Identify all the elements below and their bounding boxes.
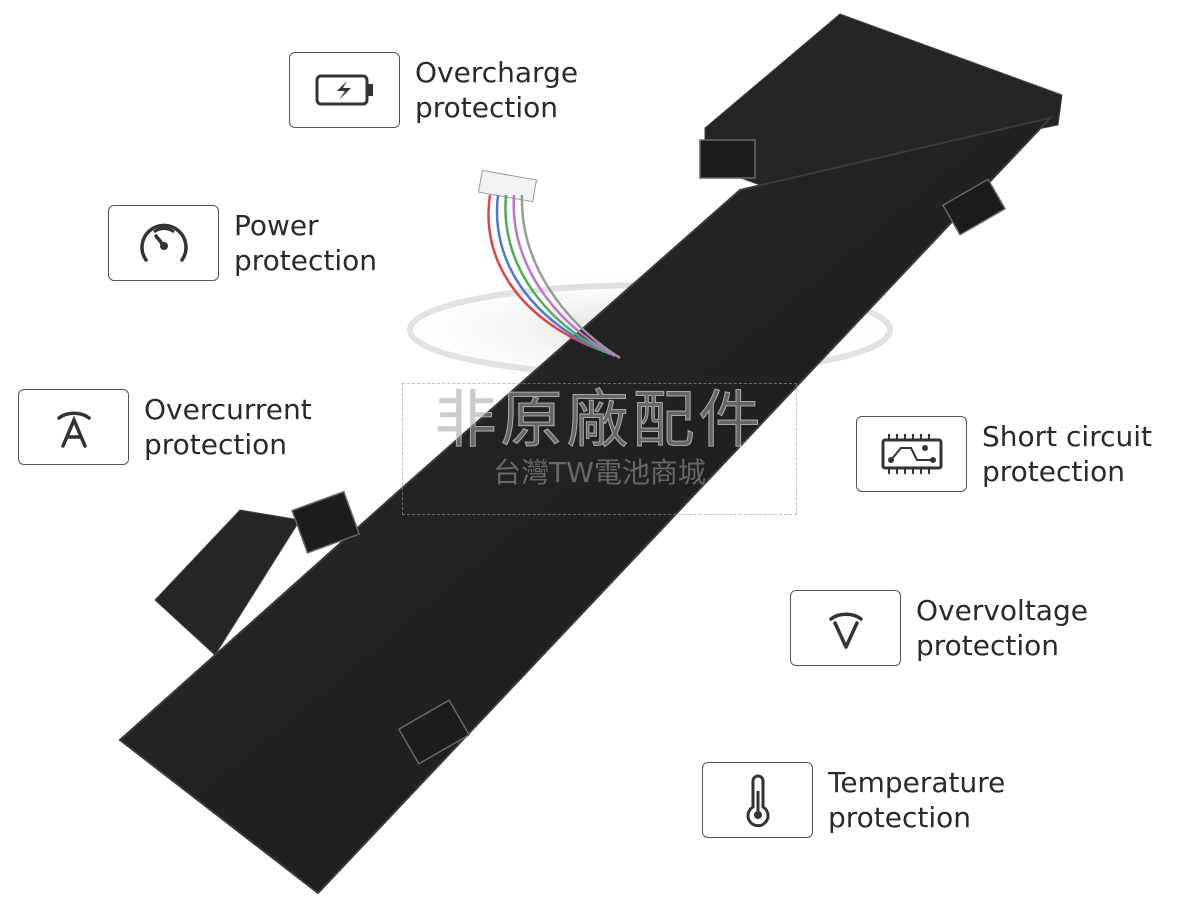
ampere-icon (18, 389, 129, 465)
thermometer-icon (702, 762, 813, 838)
wires (487, 194, 621, 360)
feature-subtitle: protection (982, 455, 1126, 488)
feature-title: Power (234, 209, 319, 242)
gauge-icon (108, 205, 219, 281)
voltage-icon (790, 590, 901, 666)
mount-tab (291, 490, 361, 554)
feature-subtitle: protection (828, 801, 972, 834)
mount-tab (941, 178, 1007, 236)
feature-title: Overvoltage (916, 594, 1088, 627)
connector (477, 169, 538, 203)
feature-title: Temperature (828, 766, 1006, 799)
circuit-board-icon (856, 416, 967, 492)
battery-charging-icon (289, 52, 400, 128)
mount-tab (397, 699, 471, 765)
feature-subtitle: protection (144, 428, 288, 461)
feature-subtitle: protection (415, 91, 559, 124)
feature-title: Overcurrent (144, 393, 312, 426)
battery-body (118, 116, 1054, 895)
feature-title: Short circuit (982, 420, 1153, 453)
feature-title: Overcharge (415, 56, 579, 89)
watermark-border (402, 383, 797, 515)
feature-subtitle: protection (916, 629, 1060, 662)
feature-subtitle: protection (234, 244, 378, 277)
mount-tab (699, 139, 756, 179)
